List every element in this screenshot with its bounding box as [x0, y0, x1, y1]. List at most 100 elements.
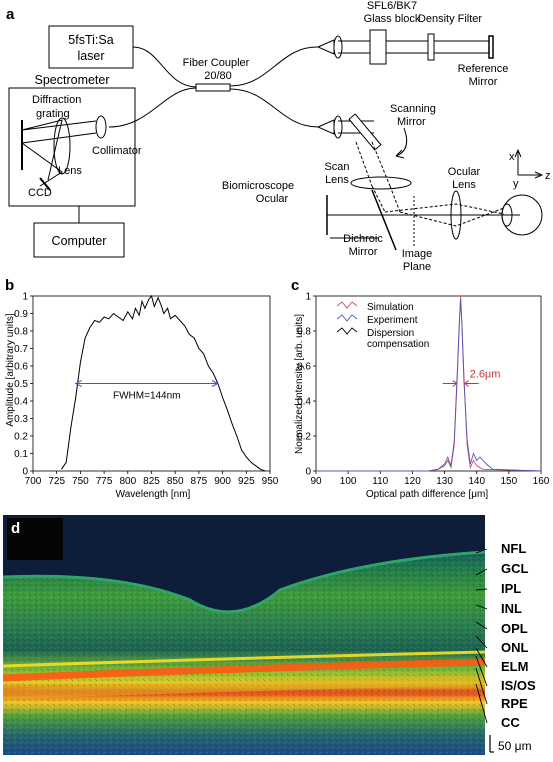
scan-arrow: [395, 127, 408, 157]
y-tick-label: 0.2: [14, 432, 28, 443]
layer-pointer: [475, 683, 488, 724]
spectrometer-label: Spectrometer: [34, 73, 109, 87]
scan-lens-label-1: Scan: [324, 161, 349, 173]
layer-label: GCL: [501, 561, 529, 576]
fiber-sample-arm: [229, 88, 319, 128]
y-tick-label: 0.4: [14, 397, 28, 408]
plot-frame: [315, 295, 542, 472]
setup-diagram: a 5fsTi:Sa laser Spectrometer Diffractio…: [6, 0, 551, 273]
y-tick-label: 0.4: [297, 397, 311, 408]
layer-label: OPL: [501, 621, 528, 636]
grating-label-1: Diffraction: [32, 94, 81, 106]
ocular-lens-label-1: Ocular: [448, 166, 481, 178]
fiber-to-spectrometer: [108, 87, 197, 128]
x-tick-label: 925: [238, 476, 255, 487]
series-line-1: [316, 299, 542, 472]
glass-block-label-1: SFL6/BK7: [367, 0, 417, 12]
spectrum-chart: Amplitude [arbitrary units] Wavelength […: [5, 292, 279, 501]
y-tick-label: 0.8: [14, 327, 28, 338]
layer-pointer: [475, 604, 488, 610]
y-tick-label: 0.8: [297, 327, 311, 338]
panel-label-a: a: [6, 6, 15, 23]
layer-pointer: [475, 635, 488, 649]
biomicroscope-label-1: Biomicroscope: [222, 180, 294, 192]
fwhm-label: FWHM=144nm: [113, 391, 181, 402]
ocular-lens: [450, 190, 462, 240]
x-tick-label: 140: [468, 476, 485, 487]
eye-lens: [501, 203, 513, 227]
layer-pointer: [475, 588, 488, 591]
oct-vitreous: [3, 515, 485, 612]
fiber-coupler: [195, 83, 231, 92]
x-tick-label: 800: [119, 476, 136, 487]
reference-mirror-label-2: Mirror: [469, 76, 498, 88]
glass-block-label-2: Glass block: [364, 13, 421, 25]
y-tick-label: 1: [22, 292, 28, 303]
grating-label-2: grating: [36, 108, 70, 120]
reference-mirror-label-1: Reference: [458, 63, 509, 75]
legend-label: Dispersion: [367, 328, 414, 339]
reference-collimator: [333, 35, 343, 59]
computer-label: Computer: [52, 234, 107, 248]
psf-xlabel: Optical path difference [μm]: [366, 489, 489, 500]
spectrometer-rays: [21, 119, 97, 187]
reference-collimator-tip: [316, 39, 335, 55]
x-tick-label: 130: [436, 476, 453, 487]
glass-block: [369, 29, 387, 65]
layer-pointer: [475, 647, 488, 668]
layer-label: RPE: [501, 696, 528, 711]
layer-label: IS/OS: [501, 678, 536, 693]
spectrometer-box: [8, 87, 136, 207]
oct-isos-band: [3, 650, 485, 668]
axis-y-label: y: [513, 178, 519, 190]
x-tick-label: 110: [372, 476, 388, 487]
layer-label: ELM: [501, 659, 528, 674]
coupler-label-2: 20/80: [204, 70, 232, 82]
axis-x-label: x: [509, 151, 515, 163]
lens-label: Lens: [58, 165, 82, 177]
scanning-mirror-label-1: Scanning: [390, 103, 436, 115]
ccd-label: CCD: [28, 187, 52, 199]
x-tick-label: 850: [167, 476, 184, 487]
panel-label-d: d: [11, 520, 20, 537]
axis-z-label: z: [545, 170, 551, 182]
x-tick-label: 160: [533, 476, 550, 487]
x-tick-label: 700: [25, 476, 42, 487]
collimator-label: Collimator: [92, 145, 142, 157]
y-tick-label: 0: [22, 467, 28, 478]
psf-ylabel: Normalized Intensity [arb. units]: [294, 314, 305, 454]
ocular-lens-label-2: Lens: [452, 179, 476, 191]
x-tick-label: 150: [501, 476, 518, 487]
density-filter-label: Density Filter: [418, 13, 483, 25]
scan-lens: [350, 176, 412, 190]
scanning-mirror: [348, 113, 382, 151]
dichroic-label-1: Dichroic: [343, 233, 383, 245]
psf-chart: Normalized Intensity [arb. units] Optica…: [294, 292, 550, 501]
width-label: 2.6μm: [470, 369, 501, 381]
panel-label-b: b: [5, 277, 14, 294]
legend-label: Experiment: [367, 315, 418, 326]
legend-swatch: [336, 301, 358, 309]
y-tick-label: 0.5: [14, 379, 28, 390]
spectrum-line: [60, 294, 266, 472]
fiber-reference-arm: [229, 46, 319, 87]
x-tick-label: 90: [310, 476, 322, 487]
image-plane-label-2: Plane: [403, 261, 431, 273]
layer-pointer: [475, 655, 488, 687]
layer-label: ONL: [501, 640, 529, 655]
x-tick-label: 100: [340, 476, 357, 487]
laser-label-2: laser: [77, 49, 104, 63]
laser-label-1: 5fsTi:Sa: [68, 33, 113, 47]
layer-label: CC: [501, 715, 520, 730]
oct-rpe-band: [3, 658, 485, 682]
collimator-lens: [95, 115, 107, 139]
width-arrows: [442, 380, 479, 387]
scanning-mirror-label-2: Mirror: [397, 116, 426, 128]
spectrum-xlabel: Wavelength [nm]: [116, 489, 191, 500]
y-tick-label: 0.3: [14, 414, 28, 425]
layer-pointer: [475, 568, 488, 576]
density-filter: [427, 33, 435, 61]
oct-cc-band: [3, 675, 485, 699]
